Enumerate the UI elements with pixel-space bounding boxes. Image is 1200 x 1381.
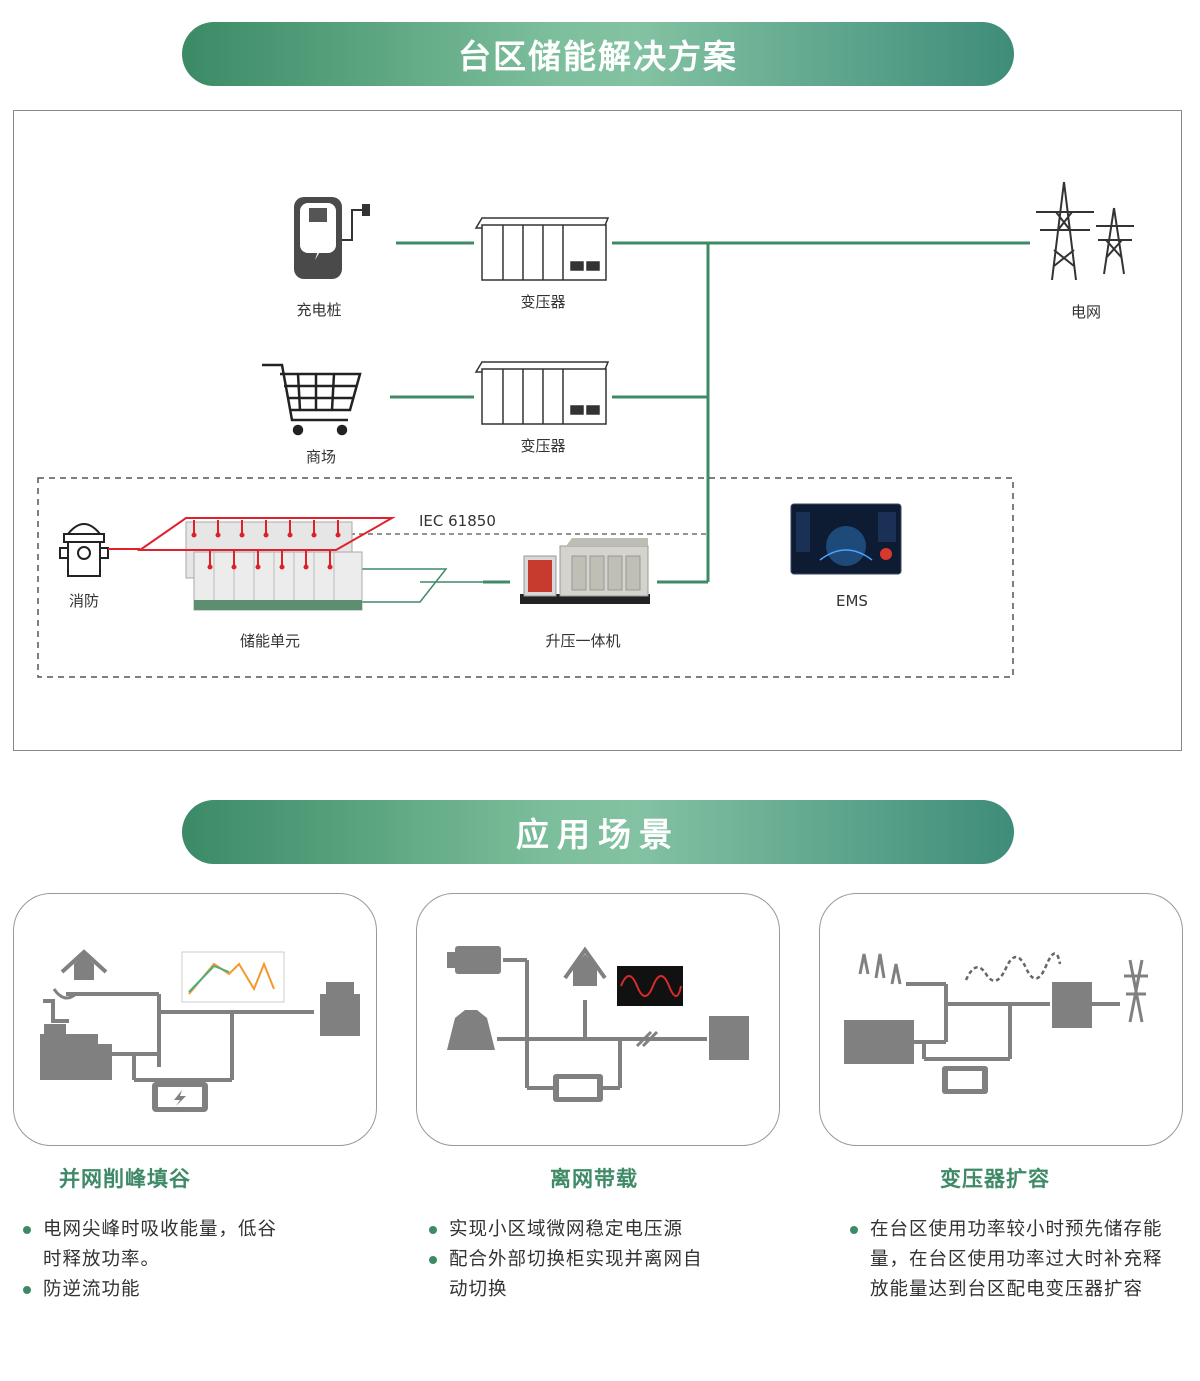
scenario-card-peak-shaving — [13, 893, 377, 1146]
transformer-label-2: 变压器 — [520, 437, 566, 455]
transformer-icon-2 — [474, 361, 610, 425]
section-title: 台区储能解决方案 — [458, 37, 738, 76]
diagram-frame — [13, 110, 1182, 751]
charger-icon — [294, 197, 370, 279]
scenario-bullets-1: 电网尖峰时吸收能量，低谷时释放功率。 防逆流功能 — [23, 1215, 285, 1305]
storage-link — [362, 568, 448, 603]
ems-screen-icon — [790, 503, 902, 575]
transformer-icon-1 — [474, 217, 610, 281]
bullet-item: 防逆流功能 — [23, 1275, 285, 1305]
scenario-bullets-2: 实现小区域微网稳定电压源 配合外部切换柜实现并离网自动切换 — [429, 1215, 719, 1305]
transformer-expansion-diagram — [844, 952, 1148, 1094]
power-tower-icon — [1036, 181, 1134, 281]
scenario-bullets-3: 在台区使用功率较小时预先储存能量，在台区使用功率过大时补充释放能量达到台区配电变… — [850, 1215, 1178, 1305]
grid-label: 电网 — [1070, 303, 1101, 321]
bullet-item: 配合外部切换柜实现并离网自动切换 — [429, 1245, 719, 1305]
fire-hydrant-icon — [59, 523, 109, 577]
section-title: 应用场景 — [516, 815, 680, 854]
bullet-item: 电网尖峰时吸收能量，低谷时释放功率。 — [23, 1215, 285, 1275]
transformer-label-1: 变压器 — [520, 293, 566, 311]
storage-label: 储能单元 — [239, 632, 300, 650]
mall-label: 商场 — [305, 448, 336, 466]
booster-unit-icon — [520, 538, 650, 604]
fire-label: 消防 — [68, 592, 99, 610]
charger-label: 充电桩 — [296, 301, 342, 319]
shopping-cart-icon — [262, 363, 362, 436]
station-boundary — [37, 477, 1014, 678]
fire-protection-lines — [108, 517, 396, 566]
power-lines — [390, 241, 1030, 584]
scenario-card-transformer-expansion — [819, 893, 1183, 1146]
peak-shaving-diagram — [40, 949, 360, 1112]
section-banner-solution: 台区储能解决方案 — [182, 22, 1014, 86]
storage-unit-icon — [185, 521, 363, 611]
scenario-title-3: 变压器扩容 — [940, 1167, 1050, 1191]
ems-label: EMS — [836, 592, 868, 610]
scenario-title-2: 离网带载 — [550, 1167, 638, 1191]
section-banner-scenarios: 应用场景 — [182, 800, 1014, 864]
off-grid-diagram — [447, 946, 749, 1102]
scenario-card-off-grid — [416, 893, 780, 1146]
booster-label: 升压一体机 — [545, 632, 621, 650]
system-diagram — [37, 181, 1134, 678]
scenario-title-1: 并网削峰填谷 — [59, 1167, 191, 1191]
protocol-label: IEC 61850 — [419, 512, 496, 530]
bullet-item: 实现小区域微网稳定电压源 — [429, 1215, 719, 1245]
bullet-item: 在台区使用功率较小时预先储存能量，在台区使用功率过大时补充释放能量达到台区配电变… — [850, 1215, 1178, 1305]
